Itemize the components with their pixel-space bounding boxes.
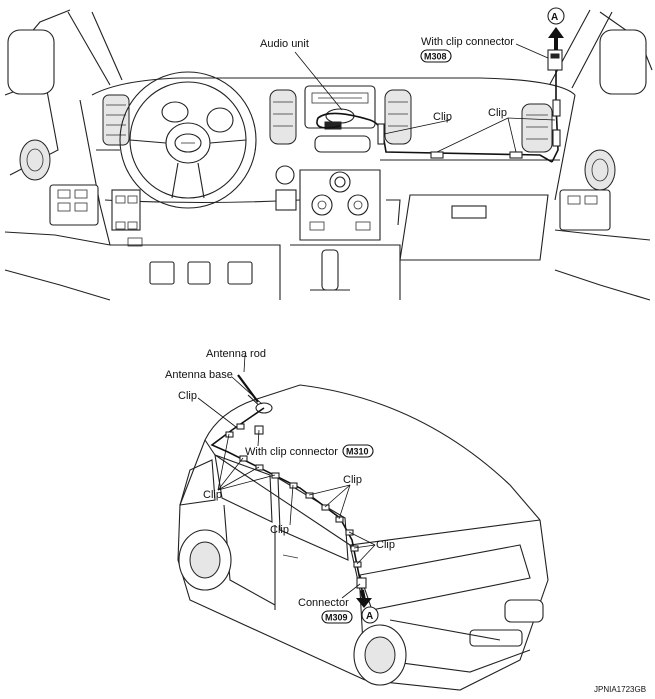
- bottom-clip-connector-label: With clip connector: [245, 446, 338, 458]
- car-illustration: [177, 374, 549, 691]
- bottom-clip-label-right-upper: Clip: [343, 474, 362, 486]
- connector-code-tag: M309: [321, 610, 353, 624]
- connector-label: Connector: [298, 597, 349, 609]
- top-clip-connector-code-tag: M308: [420, 49, 452, 63]
- dashboard-illustration: [4, 9, 653, 301]
- top-leaders: [294, 43, 556, 153]
- antenna-rod-label: Antenna rod: [206, 348, 266, 360]
- ref-arrow-down: [356, 589, 379, 624]
- bottom-clip-label-top: Clip: [178, 390, 197, 402]
- bottom-clip-connector-code-tag: M310: [342, 444, 374, 458]
- bottom-ref-marker: A: [366, 611, 373, 622]
- bottom-clip-label-right-lower: Clip: [376, 539, 395, 551]
- antenna-base-label: Antenna base: [165, 369, 233, 381]
- audio-unit-label: Audio unit: [260, 38, 309, 50]
- bottom-clip-label-mid: Clip: [270, 524, 289, 536]
- top-clip-connector-label: With clip connector: [421, 36, 514, 48]
- top-clip-label-2: Clip: [488, 107, 507, 119]
- bottom-clip-connector-code: M310: [346, 447, 369, 457]
- figure-code: JPNIA1723GB: [594, 685, 646, 694]
- top-clip-connector-code: M308: [424, 52, 447, 62]
- top-clip-label-1: Clip: [433, 111, 452, 123]
- connector-code: M309: [325, 613, 348, 623]
- bottom-clip-label-left: Clip: [203, 489, 222, 501]
- bottom-leaders: [197, 354, 376, 599]
- ref-arrow-up: [547, 7, 565, 50]
- top-ref-marker: A: [551, 12, 558, 23]
